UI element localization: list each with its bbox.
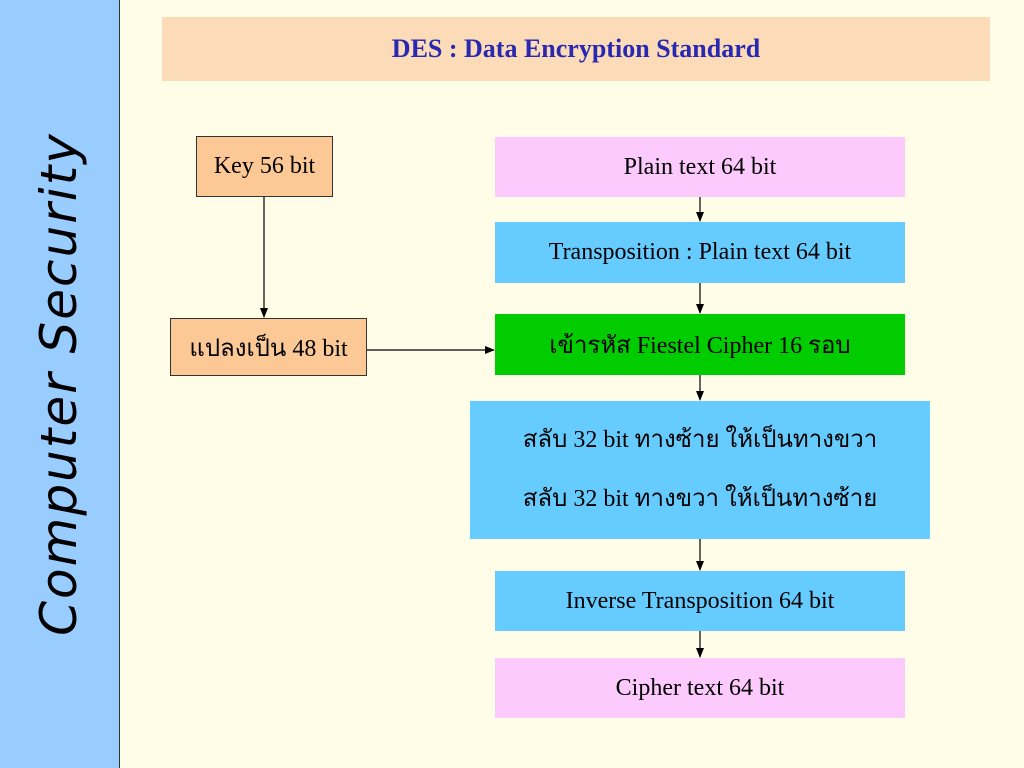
swap-line-1: สลับ 32 bit ทางซ้าย ให้เป็นทางขวา [522,427,878,454]
sidebar: Computer Security [0,0,120,768]
encrypt-box: เข้ารหัส Fiestel Cipher 16 รอบ [495,314,905,375]
key-box: Key 56 bit [196,136,333,197]
convert-box: แปลงเป็น 48 bit [170,318,367,376]
plain-text-box: Plain text 64 bit [495,137,905,197]
slide-title: DES : Data Encryption Standard [162,17,990,81]
sidebar-title: Computer Security [30,132,88,636]
swap-line-2: สลับ 32 bit ทางขวา ให้เป็นทางซ้าย [522,486,878,512]
cipher-text-box: Cipher text 64 bit [495,658,905,718]
inverse-transposition-box: Inverse Transposition 64 bit [495,571,905,631]
transposition-box: Transposition : Plain text 64 bit [495,222,905,283]
swap-box: สลับ 32 bit ทางซ้าย ให้เป็นทางขวา สลับ 3… [470,401,930,539]
